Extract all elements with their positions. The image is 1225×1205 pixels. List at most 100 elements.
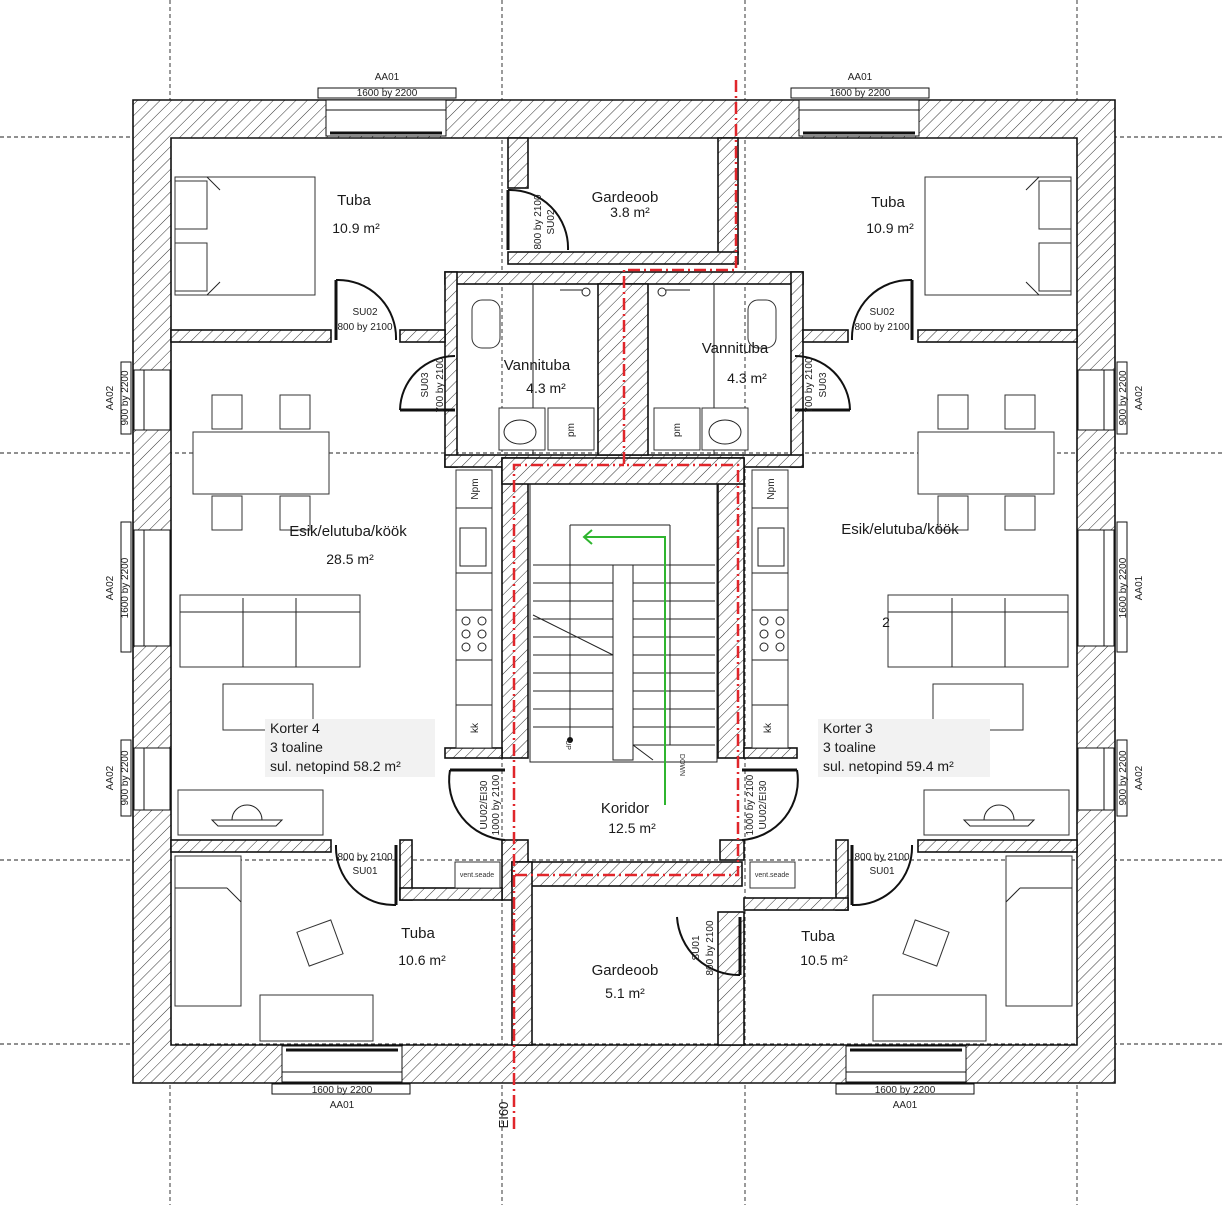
bed-se (1005, 855, 1073, 1007)
fire-compartment-line (512, 80, 740, 1130)
room-name-esik-left: Esik/elutuba/köök (289, 523, 407, 540)
korter4-rooms: 3 toaline (270, 739, 323, 755)
window-code-bottom-right: AA01 (893, 1100, 918, 1111)
korter3-area: sul. netopind 59.4 m² (823, 758, 954, 774)
door-size-su02-left: 800 by 2100 (337, 322, 392, 333)
window-code-left-upper: AA02 (105, 385, 116, 410)
window-code-right-lower: AA02 (1134, 765, 1145, 790)
door-code-su01-right: SU01 (869, 866, 894, 877)
door-size-entry-left: 1000 by 2100 (491, 774, 502, 835)
npm-label-left: Npm (470, 478, 481, 499)
window-size-bottom-left: 1600 by 2200 (312, 1085, 373, 1096)
npm-label-right: Npm (766, 478, 777, 499)
room-name-tuba-nw: Tuba (337, 192, 371, 209)
door-code-su01-gardeoob: SU01 (691, 935, 702, 960)
bed-sw (174, 855, 242, 1007)
window-labels: AA01 1600 by 2200 AA01 1600 by 2200 1600… (105, 72, 1145, 1111)
door-code-su01-left: SU01 (352, 866, 377, 877)
korter3-rooms: 3 toaline (823, 739, 876, 755)
fire-rating-label: EI60 (496, 1102, 511, 1129)
door-code-su02-left: SU02 (352, 307, 377, 318)
window-code-top-right: AA01 (848, 72, 873, 83)
staircase (529, 483, 718, 805)
door-code-su03-left: SU03 (420, 372, 431, 397)
room-area-koridor: 12.5 m² (608, 820, 656, 836)
room-area-gardeoob-bottom: 5.1 m² (605, 985, 645, 1001)
window-code-right-middle: AA01 (1134, 575, 1145, 600)
exterior-walls (132, 99, 1116, 1084)
room-area-gardeoob-top: 3.8 m² (610, 204, 650, 220)
door-code-entry-right: UU02/EI30 (758, 780, 769, 829)
door-code-su02-gardeoob: SU02 (546, 209, 557, 234)
door-size-su03-right: 700 by 2100 (804, 357, 815, 412)
doors (334, 188, 914, 977)
korter4-name: Korter 4 (270, 720, 320, 736)
window-code-right-upper: AA02 (1134, 385, 1145, 410)
room-area-vannituba-right: 4.3 m² (727, 370, 767, 386)
vent-label-left: vent.seade (460, 872, 494, 879)
room-name-vannituba-left: Vannituba (504, 357, 571, 374)
room-name-gardeoob-bottom: Gardeoob (592, 962, 659, 979)
window-code-left-lower: AA02 (105, 765, 116, 790)
window-size-right-lower: 900 by 2200 (1118, 750, 1129, 805)
apartment-info: Korter 4 3 toaline sul. netopind 58.2 m²… (265, 719, 990, 777)
toilet-right (747, 299, 777, 349)
room-name-vannituba-right: Vannituba (702, 340, 769, 357)
window-size-right-upper: 900 by 2200 (1118, 370, 1129, 425)
room-area-esik-left: 28.5 m² (326, 551, 374, 567)
toilet-left (471, 299, 501, 349)
room-area-esik-right: 2 (882, 614, 890, 630)
door-size-su03-left: 700 by 2100 (435, 357, 446, 412)
dining-table-left (192, 431, 330, 495)
room-name-tuba-se: Tuba (801, 928, 835, 945)
room-area-tuba-se: 10.5 m² (800, 952, 848, 968)
window-size-left-upper: 900 by 2200 (120, 370, 131, 425)
room-name-tuba-ne: Tuba (871, 194, 905, 211)
room-name-tuba-sw: Tuba (401, 925, 435, 942)
kk-label-left: kk (470, 722, 481, 733)
door-size-su01-right: 800 by 2100 (854, 852, 909, 863)
door-labels: SU02 800 by 2100 SU02 800 by 2100 800 by… (337, 194, 909, 975)
pm-label-right: pm (672, 423, 683, 437)
door-size-su01-left: 800 by 2100 (337, 852, 392, 863)
fixture-labels: Npm Npm kk kk pm pm vent.seade vent.sead… (460, 423, 789, 879)
room-name-esik-right: Esik/elutuba/köök (841, 521, 959, 538)
window-size-top-left: 1600 by 2200 (357, 88, 418, 99)
door-code-su03-right: SU03 (818, 372, 829, 397)
door-size-su02-gardeoob: 800 by 2100 (533, 194, 544, 249)
pm-label-left: pm (566, 423, 577, 437)
window-code-top-left: AA01 (375, 72, 400, 83)
window-code-bottom-left: AA01 (330, 1100, 355, 1111)
kk-label-right: kk (763, 722, 774, 733)
room-name-gardeoob-top: Gardeoob (592, 189, 659, 206)
room-area-tuba-sw: 10.6 m² (398, 952, 446, 968)
windows (120, 87, 1128, 1095)
korter3-name: Korter 3 (823, 720, 873, 736)
room-area-tuba-ne: 10.9 m² (866, 220, 914, 236)
window-size-top-right: 1600 by 2200 (830, 88, 891, 99)
sofa-right (887, 594, 1069, 668)
window-size-right-middle: 1600 by 2200 (1118, 557, 1129, 618)
door-size-su01-gardeoob: 800 by 2100 (705, 920, 716, 975)
window-size-left-lower: 900 by 2200 (120, 750, 131, 805)
vent-label-right: vent.seade (755, 872, 789, 879)
door-code-entry-left: UU02/EI30 (479, 780, 490, 829)
room-name-koridor: Koridor (601, 800, 649, 817)
window-size-bottom-right: 1600 by 2200 (875, 1085, 936, 1096)
dining-table-right (917, 431, 1055, 495)
door-size-su02-right: 800 by 2100 (854, 322, 909, 333)
stair-down-label: DOWN (678, 754, 685, 776)
room-labels: Tuba 10.9 m² Tuba 10.9 m² Gardeoob 3.8 m… (289, 189, 959, 1001)
room-area-vannituba-left: 4.3 m² (526, 380, 566, 396)
window-size-left-middle: 1600 by 2200 (120, 557, 131, 618)
door-code-su02-right: SU02 (869, 307, 894, 318)
furniture (174, 176, 1073, 1042)
korter4-area: sul. netopind 58.2 m² (270, 758, 401, 774)
door-size-entry-right: 1000 by 2100 (745, 774, 756, 835)
interior-walls (170, 137, 1078, 1046)
stair-up-label: UP (564, 740, 571, 750)
room-area-tuba-nw: 10.9 m² (332, 220, 380, 236)
sofa-left (179, 594, 361, 668)
window-code-left-middle: AA02 (105, 575, 116, 600)
